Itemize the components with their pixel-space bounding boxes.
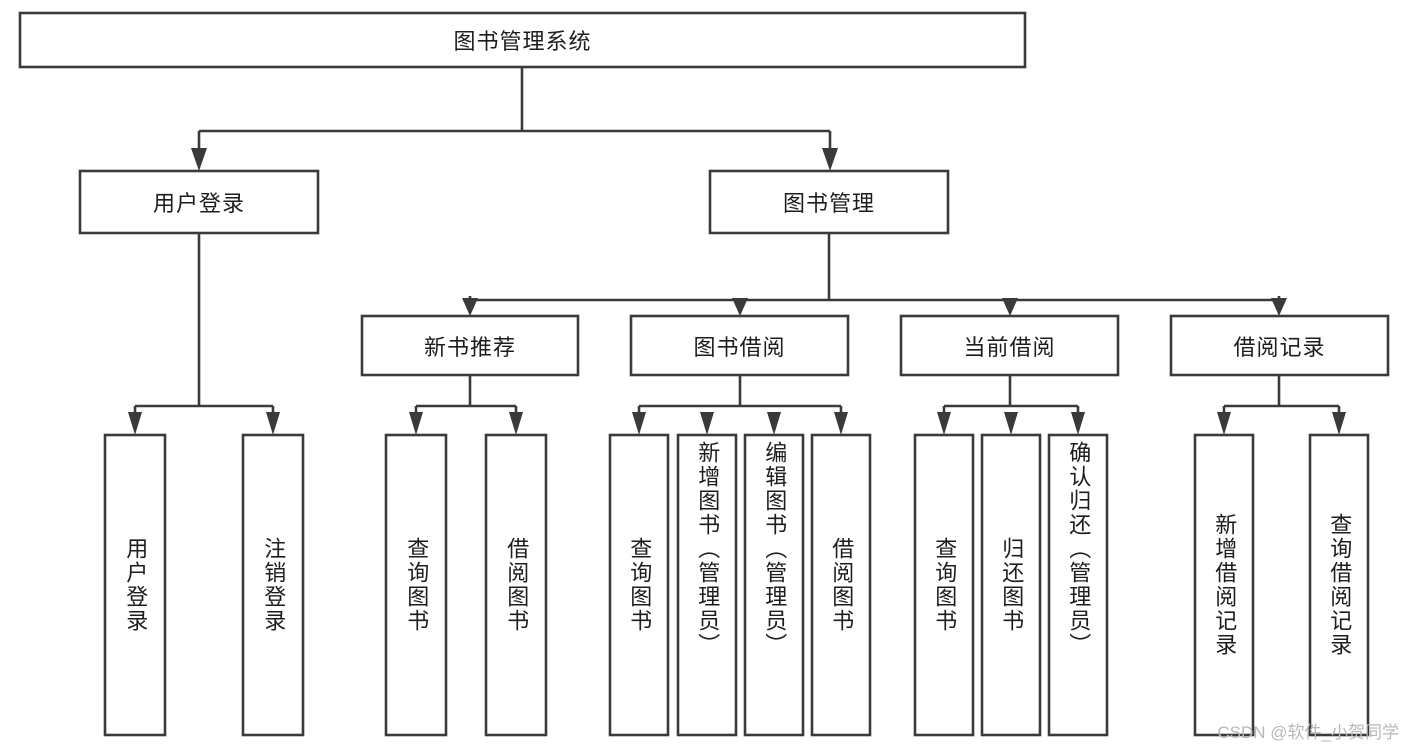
node-box-leaf-query-book-2[interactable]	[608, 433, 670, 737]
node-box-leaf-edit-book[interactable]	[743, 433, 805, 737]
node-box-leaf-user-login[interactable]	[103, 433, 167, 737]
arrow-head	[1332, 412, 1346, 435]
connector-bookmanage-to-level3	[462, 233, 1287, 316]
arrow-head	[1271, 298, 1287, 316]
arrow-head	[509, 412, 523, 435]
connector-borrowrecord-to-leaves	[1217, 375, 1346, 435]
connector-currentborrow-to-leaves	[937, 375, 1085, 435]
node-box-leaf-query-book-1[interactable]	[384, 433, 448, 737]
connector-userlogin-to-leaves	[128, 233, 280, 435]
arrow-head	[409, 412, 423, 435]
node-box-book-manage[interactable]	[708, 169, 950, 235]
arrow-head	[732, 298, 748, 316]
arrow-head	[937, 412, 951, 435]
connector-bookborrow-to-leaves	[632, 375, 848, 435]
connector-newbook-to-leaves	[409, 375, 523, 435]
arrow-head	[128, 412, 142, 435]
node-box-leaf-confirm-return[interactable]	[1047, 433, 1109, 737]
node-box-new-book-recommend[interactable]	[360, 314, 580, 377]
node-box-leaf-add-book[interactable]	[676, 433, 738, 737]
node-box-leaf-add-record[interactable]	[1193, 433, 1255, 737]
node-box-borrow-record[interactable]	[1169, 314, 1390, 377]
connector-root-to-level2	[191, 67, 838, 171]
arrow-head	[1071, 412, 1085, 435]
arrow-head	[1004, 412, 1018, 435]
arrow-head	[191, 148, 207, 171]
node-box-leaf-borrow-book-2[interactable]	[810, 433, 872, 737]
arrow-head	[700, 412, 714, 435]
node-box-user-login[interactable]	[78, 169, 320, 235]
node-box-leaf-query-book-3[interactable]	[913, 433, 975, 737]
node-box-root[interactable]	[18, 11, 1027, 69]
arrow-head	[822, 148, 838, 171]
node-box-leaf-query-record[interactable]	[1308, 433, 1370, 737]
arrow-head	[1002, 298, 1018, 316]
arrow-head	[834, 412, 848, 435]
arrow-head	[767, 412, 781, 435]
node-box-current-borrow[interactable]	[899, 314, 1120, 377]
arrow-head	[1217, 412, 1231, 435]
arrow-head	[462, 298, 478, 316]
node-box-leaf-borrow-book-1[interactable]	[484, 433, 548, 737]
arrow-head	[266, 412, 280, 435]
arrow-head	[632, 412, 646, 435]
node-box-leaf-return-book[interactable]	[980, 433, 1042, 737]
node-box-leaf-logout-login[interactable]	[241, 433, 305, 737]
node-box-book-borrow[interactable]	[629, 314, 850, 377]
